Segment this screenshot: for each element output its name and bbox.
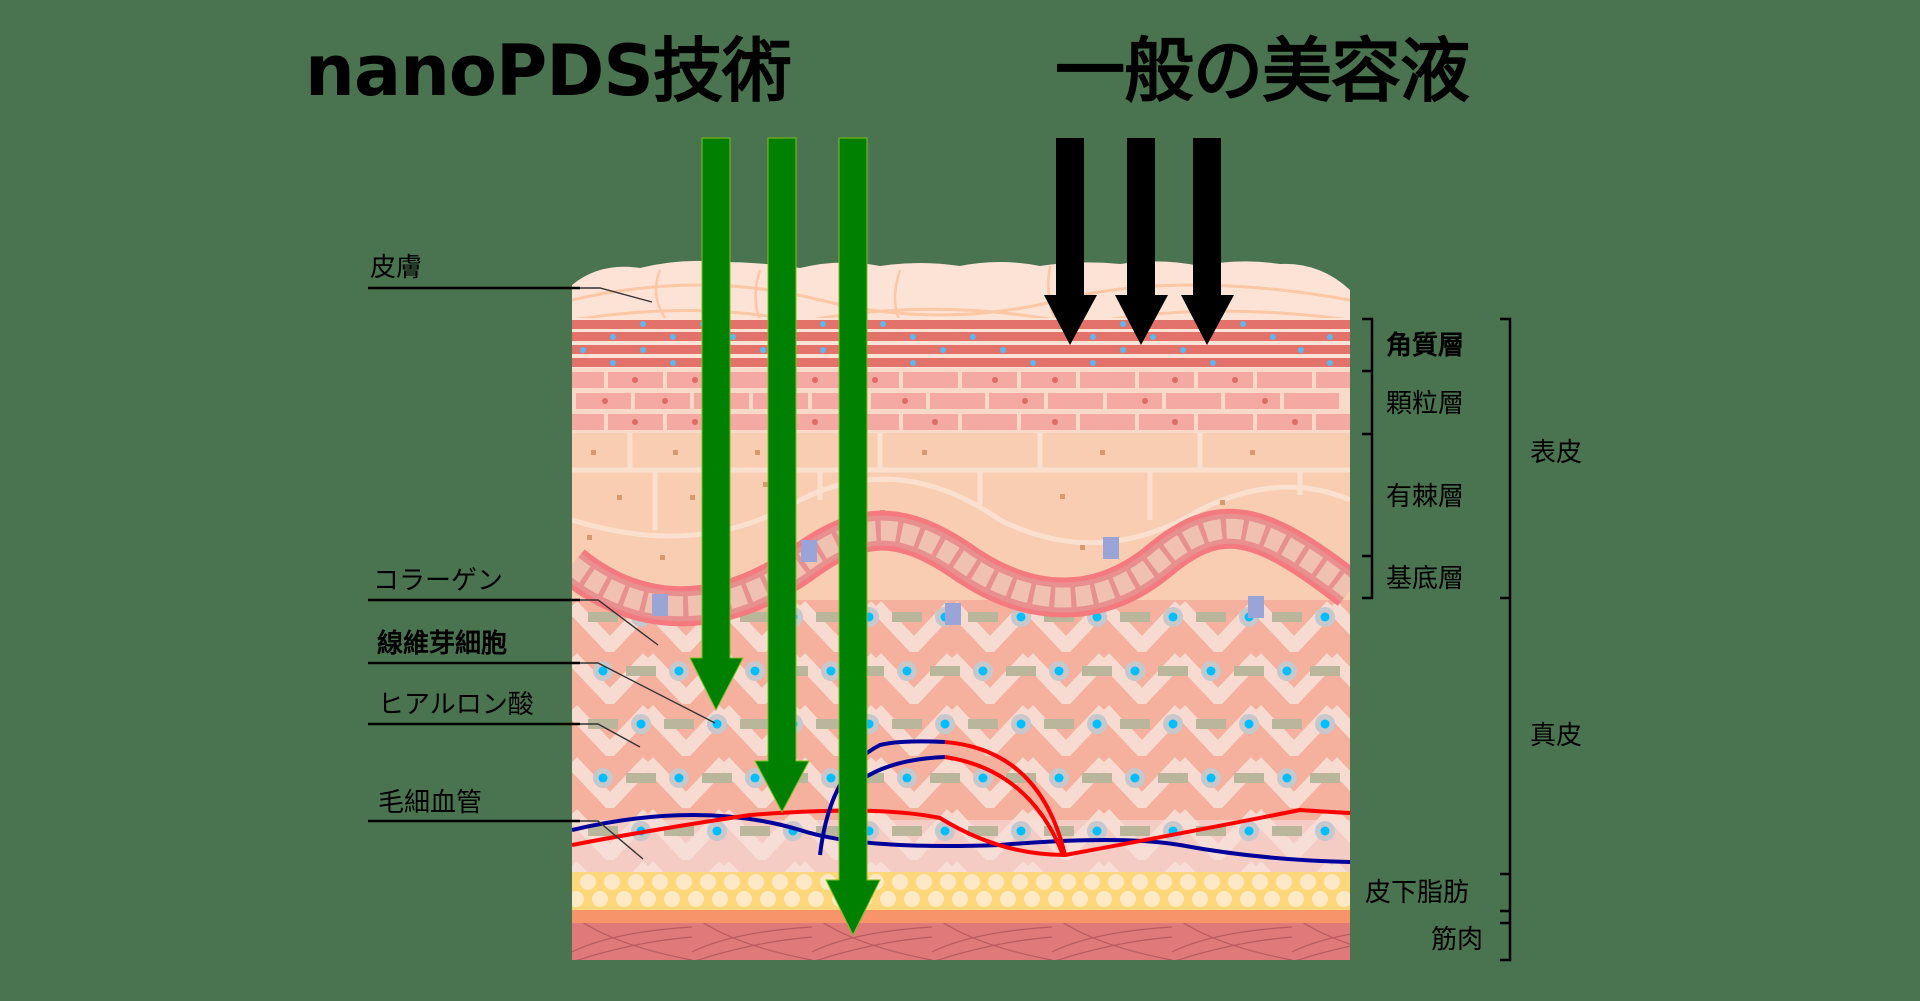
title-nanopds: nanoPDS技術 [305,30,792,112]
label-epidermis: 表皮 [1530,438,1583,468]
stratum-corneum-bricks [572,320,1350,367]
label-stratum-corneum: 角質層 [1386,331,1465,361]
label-stratum-spinosum: 有棘層 [1386,482,1465,512]
label-subcutaneous-fat: 皮下脂肪 [1365,878,1470,908]
muscle [572,923,1350,960]
black-arrow-1 [1044,138,1097,345]
title-general-serum: 一般の美容液 [1055,30,1470,112]
skin-layers [572,260,1350,960]
green-arrow-3 [825,137,881,937]
label-dermis: 真皮 [1530,721,1583,751]
black-arrow-2 [1115,138,1168,345]
general-serum-arrows [1044,138,1234,345]
label-skin: 皮膚 [370,253,423,283]
black-arrow-3 [1181,138,1234,345]
nanopds-arrows [689,137,881,937]
label-hyaluronic-acid: ヒアルロン酸 [378,690,534,720]
green-arrow-2 [754,137,810,814]
capillaries [572,739,1350,864]
label-fibroblast: 線維芽細胞 [377,629,508,659]
layer-brackets [1362,317,1512,962]
leader-lines [368,286,580,823]
label-muscle: 筋肉 [1431,925,1484,955]
label-collagen: コラーゲン [373,566,504,596]
green-arrow-1 [689,137,744,712]
label-stratum-granulosum: 顆粒層 [1386,389,1465,419]
fascia [572,910,1350,923]
label-capillary: 毛細血管 [378,788,483,818]
label-stratum-basale: 基底層 [1386,564,1465,594]
